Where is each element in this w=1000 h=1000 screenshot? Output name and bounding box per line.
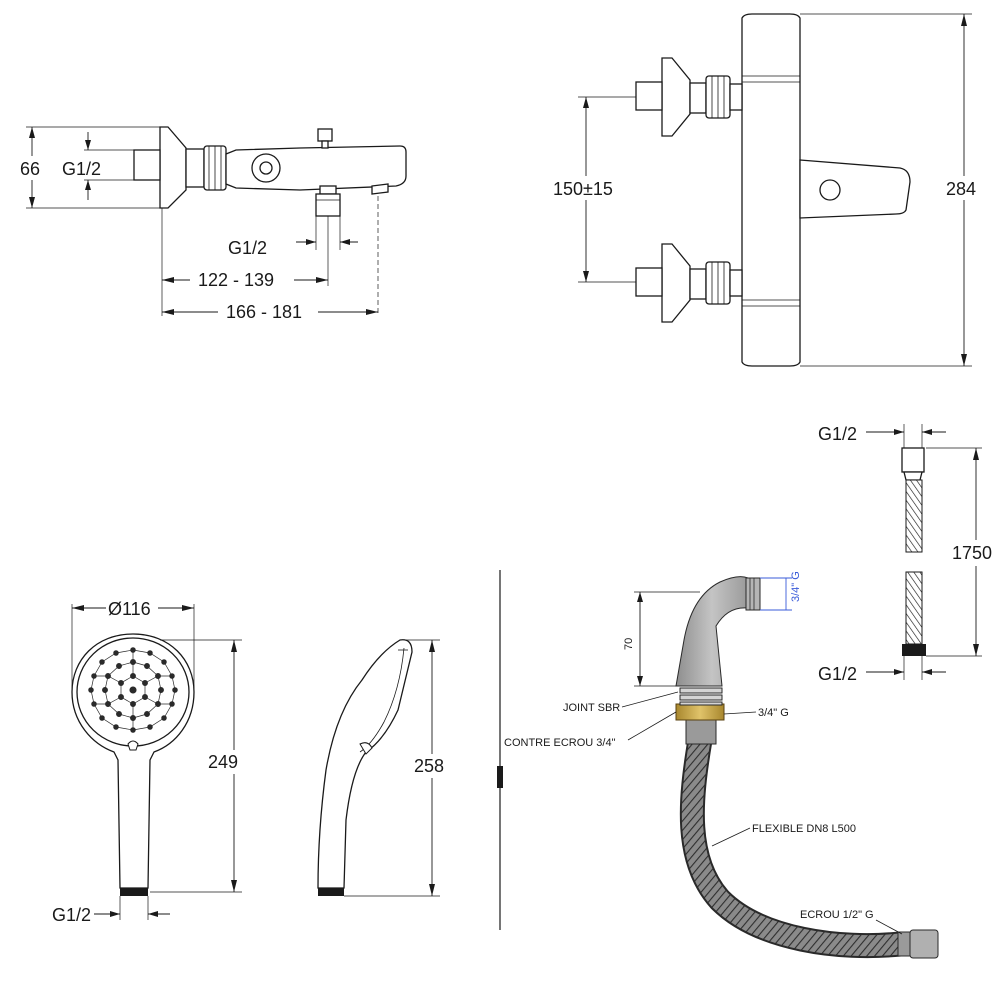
dim-166-181-label: 166 - 181 xyxy=(226,302,302,322)
seal-ring-2 xyxy=(679,694,723,701)
label-contre-ecrou: CONTRE ECROU 3/4" xyxy=(504,737,616,749)
dim-1750-label: 1750 xyxy=(952,543,992,563)
spout-kit-view xyxy=(621,576,939,959)
side-thread xyxy=(318,888,344,896)
connector-nut xyxy=(185,148,205,188)
hand-shower-side-outline xyxy=(317,639,413,889)
mixer-column xyxy=(741,13,801,367)
body-knob-center xyxy=(259,161,273,175)
shower-outlet xyxy=(315,193,341,217)
dim-g12-inlet-label: G1/2 xyxy=(62,159,101,179)
dim-284-label: 284 xyxy=(946,179,976,199)
flexible-hose xyxy=(681,738,902,957)
leader-joint xyxy=(621,691,679,708)
dim-122-139-label: 122 - 139 xyxy=(198,270,274,290)
dim-66-label: 66 xyxy=(20,159,40,179)
dim-34g-top-label: 3/4" G xyxy=(790,571,802,602)
label-flexible: FLEXIBLE DN8 L500 xyxy=(752,823,856,835)
dim-258-label: 258 xyxy=(414,756,444,776)
dim-249-label: 249 xyxy=(208,752,238,772)
inlet-stub xyxy=(133,149,161,181)
hose-bottom-nut xyxy=(902,644,926,656)
label-ecrou: ECROU 1/2" G xyxy=(800,909,874,921)
hose-g12-bottom-label: G1/2 xyxy=(818,664,857,684)
hose-top-fitting xyxy=(901,447,925,473)
upper-flange xyxy=(661,57,691,137)
label-34g: 3/4" G xyxy=(758,707,789,719)
spout-hole xyxy=(819,179,841,201)
hose-g12-top-label: G1/2 xyxy=(818,424,857,444)
spout-outlet xyxy=(371,183,389,195)
selector-button xyxy=(127,740,139,751)
wall-flange xyxy=(159,126,187,209)
lower-connector xyxy=(685,717,717,745)
brass-lock-nut xyxy=(675,703,725,721)
dim-70-label: 70 xyxy=(623,638,635,650)
diverter-knob xyxy=(317,128,333,142)
leader-34g xyxy=(723,711,757,715)
leader-ecrou xyxy=(875,919,903,935)
dim-150-label: 150±15 xyxy=(553,179,613,199)
dim-g12-outlet-label: G1/2 xyxy=(228,238,267,258)
hose-lower-section xyxy=(905,571,923,645)
mixer-front-view xyxy=(578,13,972,367)
hose-upper-section xyxy=(905,479,923,553)
hand-shower-front-view xyxy=(71,604,242,920)
leader-contre-ecrou xyxy=(627,711,677,741)
hand-shower-thread xyxy=(120,888,148,896)
lower-flange xyxy=(661,243,691,323)
hand-shower-g12-label: G1/2 xyxy=(52,905,91,925)
spout-body xyxy=(799,159,911,219)
label-joint-sbr: JOINT SBR xyxy=(563,702,620,714)
dim-diameter-label: Ø116 xyxy=(108,599,151,619)
seal-ring-1 xyxy=(679,687,723,694)
spray-nozzle-pattern xyxy=(88,647,178,733)
spout-elbow-body xyxy=(675,576,749,687)
end-nut xyxy=(909,929,939,959)
shower-hose-view xyxy=(866,424,982,680)
leader-flexible xyxy=(711,827,751,847)
